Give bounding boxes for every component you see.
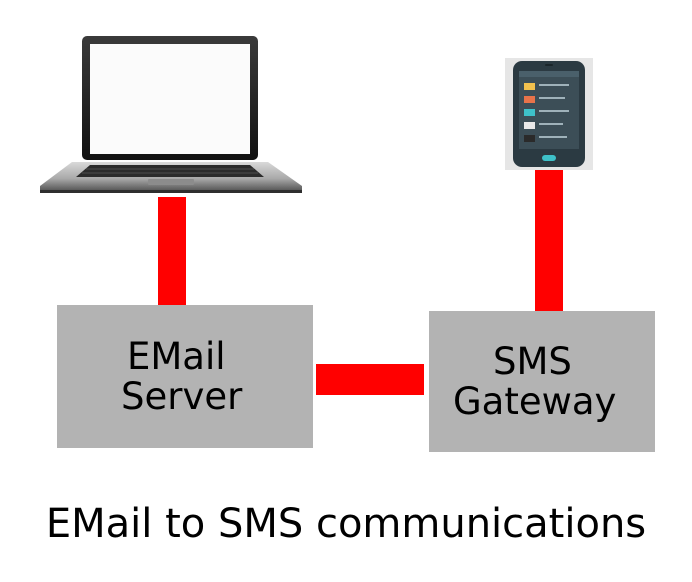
smartphone-icon [505,58,593,170]
diagram-caption: EMail to SMS communications [45,501,647,547]
connector-phone-to-sms-gateway [535,170,563,312]
email-server-box: EMail Server [57,305,313,448]
connector-laptop-to-email-server [158,197,186,305]
email-server-label-line2: Server [121,374,243,418]
email-server-label-line1: EMail [127,334,226,378]
laptop-icon [40,36,302,193]
sms-gateway-label-line2: Gateway [453,379,617,423]
sms-gateway-label-line1: SMS [493,339,572,383]
connector-email-server-to-sms-gateway [316,364,424,395]
sms-gateway-box: SMS Gateway [429,311,655,452]
